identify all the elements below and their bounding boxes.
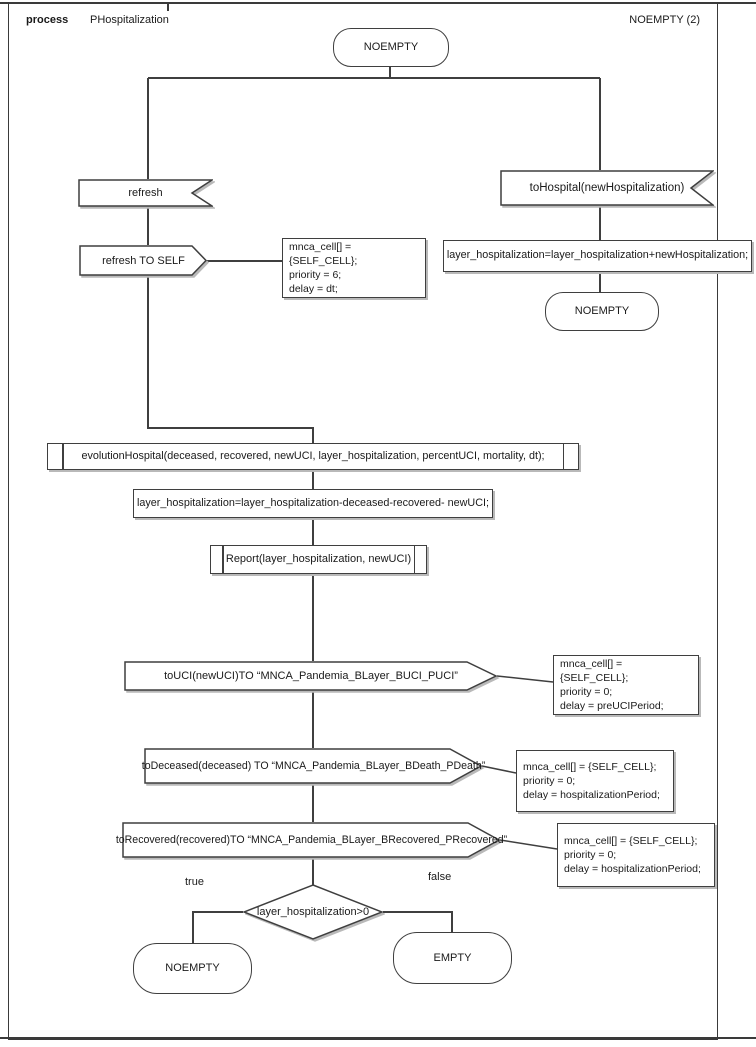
subprocess-bar	[562, 444, 564, 469]
action-label: layer_hospitalization=layer_hospitalizat…	[446, 249, 749, 262]
note-line: mnca_cell[] = {SELF_CELL};	[289, 240, 358, 267]
state-noempty-right[interactable]: NOEMPTY	[545, 292, 659, 331]
state-empty-end[interactable]: EMPTY	[393, 932, 512, 984]
connector	[148, 77, 600, 79]
send-touci[interactable]: toUCI(newUCI)TO “MNCA_Pandemia_BLayer_BU…	[124, 661, 498, 691]
connector	[147, 427, 313, 429]
connector	[312, 784, 314, 822]
send-todeceased[interactable]: toDeceased(deceased) TO “MNCA_Pandemia_B…	[142, 748, 485, 784]
note-line: delay = preUCIPeriod;	[560, 700, 664, 713]
note-line: priority = 0;	[523, 774, 576, 787]
frame-header-tick	[167, 2, 169, 11]
subprocess-bar	[413, 546, 415, 573]
connector	[599, 206, 601, 240]
connector	[389, 65, 391, 78]
send-refresh-to-self[interactable]: refresh TO SELF	[79, 245, 208, 276]
subprocess-label: Report(layer_hospitalization, newUCI)	[225, 553, 412, 566]
process-kind-label: process	[26, 14, 69, 26]
connector	[312, 858, 314, 885]
state-label: NOEMPTY	[165, 962, 220, 975]
send-torecovered[interactable]: toRecovered(recovered)TO “MNCA_Pandemia_…	[116, 822, 507, 858]
process-name: PHospitalization	[90, 14, 169, 26]
note-line: mnca_cell[] = {SELF_CELL};	[523, 760, 657, 773]
note-recovered-params[interactable]: mnca_cell[] = {SELF_CELL}; priority = 0;…	[557, 823, 715, 887]
subprocess-bar	[62, 444, 64, 469]
connector-false-branch	[451, 911, 453, 932]
branch-true-label: true	[185, 876, 204, 888]
state-noempty-end[interactable]: NOEMPTY	[133, 943, 252, 994]
receive-tohospital-label: toHospital(newHospitalization)	[529, 182, 685, 194]
connector	[312, 427, 314, 443]
note-deceased-params[interactable]: mnca_cell[] = {SELF_CELL}; priority = 0;…	[516, 750, 674, 812]
corner-label: NOEMPTY (2)	[629, 14, 700, 26]
note-line: delay = hospitalizationPeriod;	[564, 863, 701, 876]
receive-tohospital[interactable]: toHospital(newHospitalization)	[500, 170, 714, 206]
state-label: EMPTY	[433, 951, 472, 964]
connector	[312, 691, 314, 748]
note-line: priority = 0;	[560, 686, 613, 698]
note-line: mnca_cell[] = {SELF_CELL};	[560, 657, 629, 684]
connector	[312, 516, 314, 545]
decision-label: layer_hospitalization>0	[256, 906, 370, 918]
branch-false-label: false	[428, 871, 452, 883]
send-touci-label: toUCI(newUCI)TO “MNCA_Pandemia_BLayer_BU…	[164, 670, 458, 682]
note-refresh-params[interactable]: mnca_cell[] = {SELF_CELL}; priority = 6;…	[282, 238, 426, 298]
send-todeceased-label: toDeceased(deceased) TO “MNCA_Pandemia_B…	[141, 760, 486, 772]
connector	[312, 572, 314, 661]
note-line: priority = 6;	[289, 269, 342, 281]
state-label: NOEMPTY	[574, 305, 630, 318]
connector	[312, 468, 314, 489]
state-label: NOEMPTY	[363, 41, 419, 54]
action-label: layer_hospitalization=layer_hospitalizat…	[137, 496, 489, 509]
note-line: delay = hospitalizationPeriod;	[523, 789, 660, 802]
connector	[147, 207, 149, 245]
note-line: delay = dt;	[289, 283, 338, 296]
decision-layer-hospitalization[interactable]: layer_hospitalization>0	[243, 884, 383, 940]
action-hospitalization-add[interactable]: layer_hospitalization=layer_hospitalizat…	[443, 240, 752, 272]
connector	[599, 78, 601, 170]
note-line: mnca_cell[] = {SELF_CELL};	[564, 834, 698, 847]
connector	[147, 78, 149, 179]
connector-false-branch	[383, 911, 452, 913]
subprocess-evolution-hospital[interactable]: evolutionHospital(deceased, recovered, n…	[47, 443, 579, 470]
connector-true-branch	[192, 911, 243, 913]
state-noempty-start[interactable]: NOEMPTY	[333, 28, 449, 67]
connector	[599, 270, 601, 292]
connector	[207, 260, 282, 262]
connector	[147, 276, 149, 428]
frame-bottom-line	[0, 1037, 756, 1039]
subprocess-bar	[222, 546, 224, 573]
send-torecovered-label: toRecovered(recovered)TO “MNCA_Pandemia_…	[115, 834, 508, 846]
subprocess-label: evolutionHospital(deceased, recovered, n…	[81, 449, 545, 462]
note-line: priority = 0;	[564, 848, 617, 861]
receive-refresh[interactable]: refresh	[78, 179, 213, 207]
receive-refresh-label: refresh	[128, 187, 163, 199]
subprocess-report[interactable]: Report(layer_hospitalization, newUCI)	[210, 545, 427, 574]
frame-top-line	[0, 2, 756, 4]
action-hospitalization-subtract[interactable]: layer_hospitalization=layer_hospitalizat…	[133, 489, 493, 518]
note-uci-params[interactable]: mnca_cell[] = {SELF_CELL}; priority = 0;…	[553, 655, 699, 715]
send-refresh-label: refresh TO SELF	[102, 254, 185, 267]
connector-true-branch	[192, 911, 194, 943]
